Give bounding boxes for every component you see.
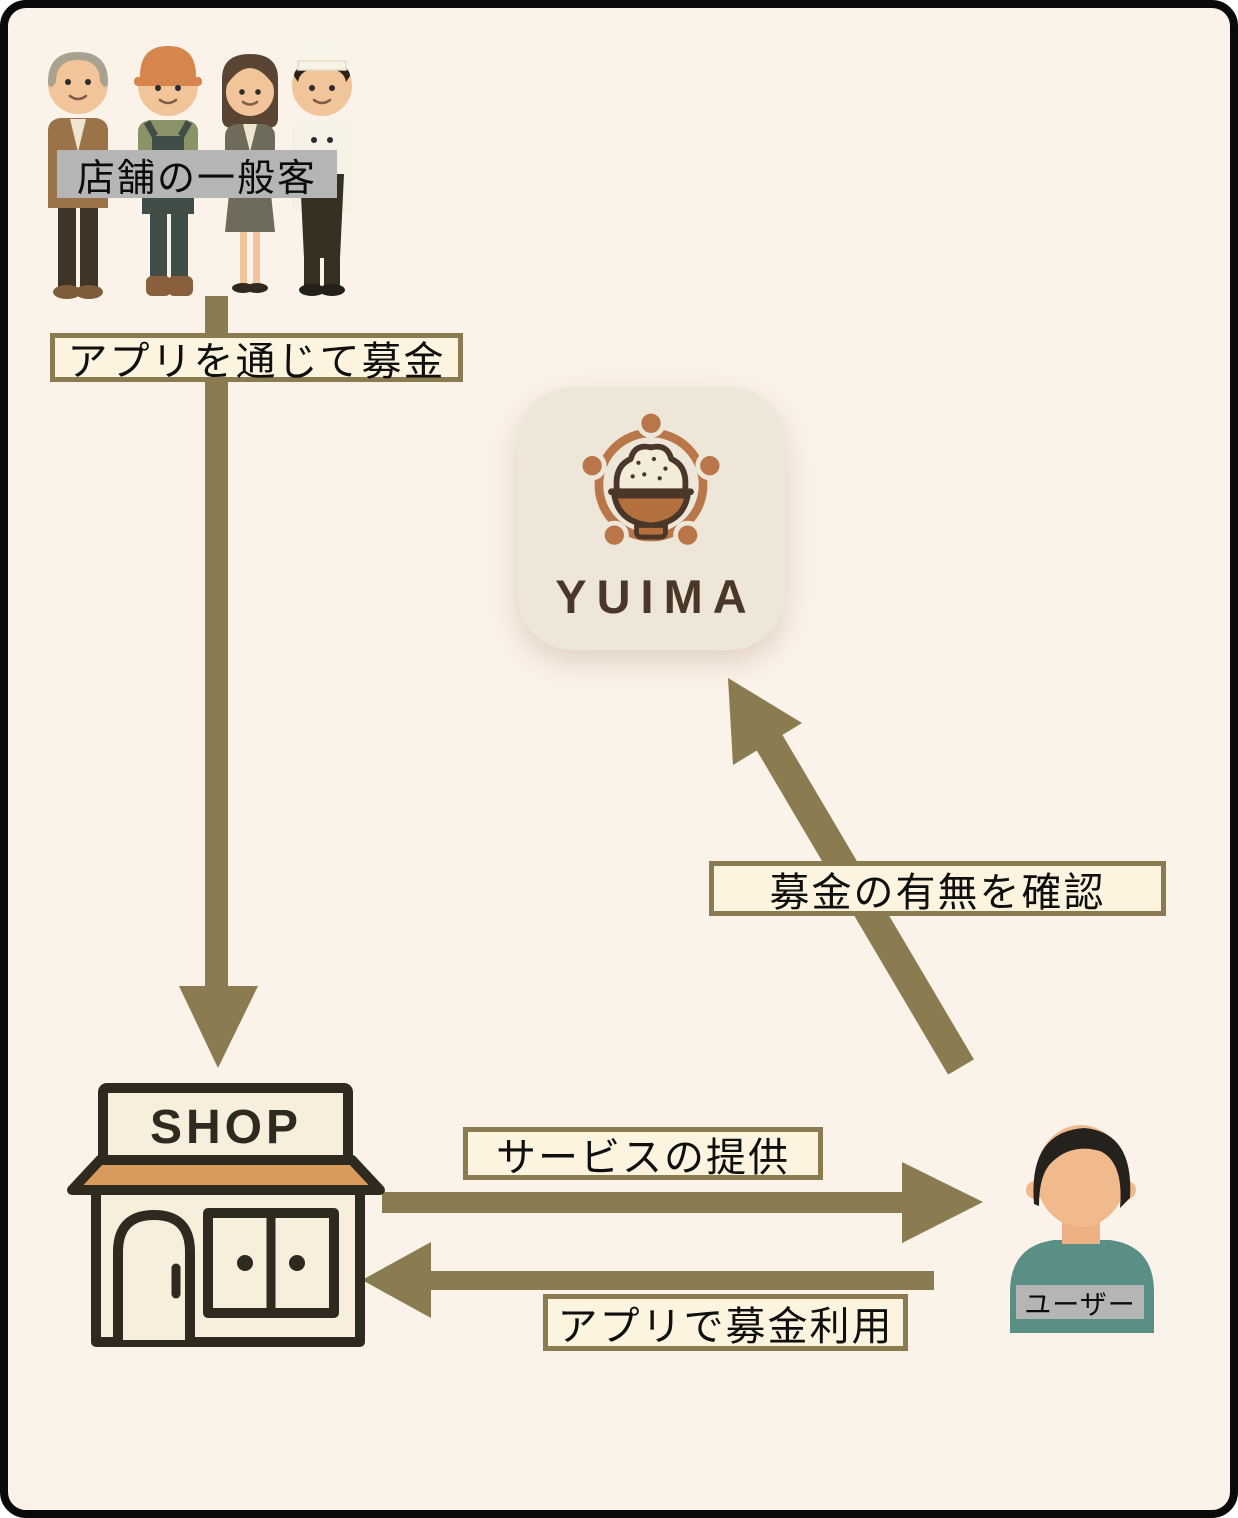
customers-label-tag: 店舗の一般客	[57, 150, 337, 200]
edge-label-donate: アプリを通じて募金	[50, 333, 463, 384]
rice-bowl	[608, 443, 694, 540]
edge-label-service: サービスの提供	[463, 1127, 823, 1180]
yuima-app-icon: YUIMA	[517, 387, 785, 650]
rice-bowl-community-logo	[577, 408, 725, 550]
shop-illustration: SHOP	[67, 1083, 385, 1347]
user-label-tag: ユーザー	[1016, 1285, 1144, 1320]
edge-label-check: 募金の有無を確認	[709, 861, 1166, 916]
shop-awning	[67, 1155, 385, 1195]
shop-door	[113, 1209, 195, 1345]
arrow-donate-down	[179, 296, 258, 1068]
shop-sign-text: SHOP	[150, 1101, 302, 1154]
app-name: YUIMA	[555, 570, 757, 623]
edge-label-use: アプリで募金利用	[543, 1294, 908, 1351]
